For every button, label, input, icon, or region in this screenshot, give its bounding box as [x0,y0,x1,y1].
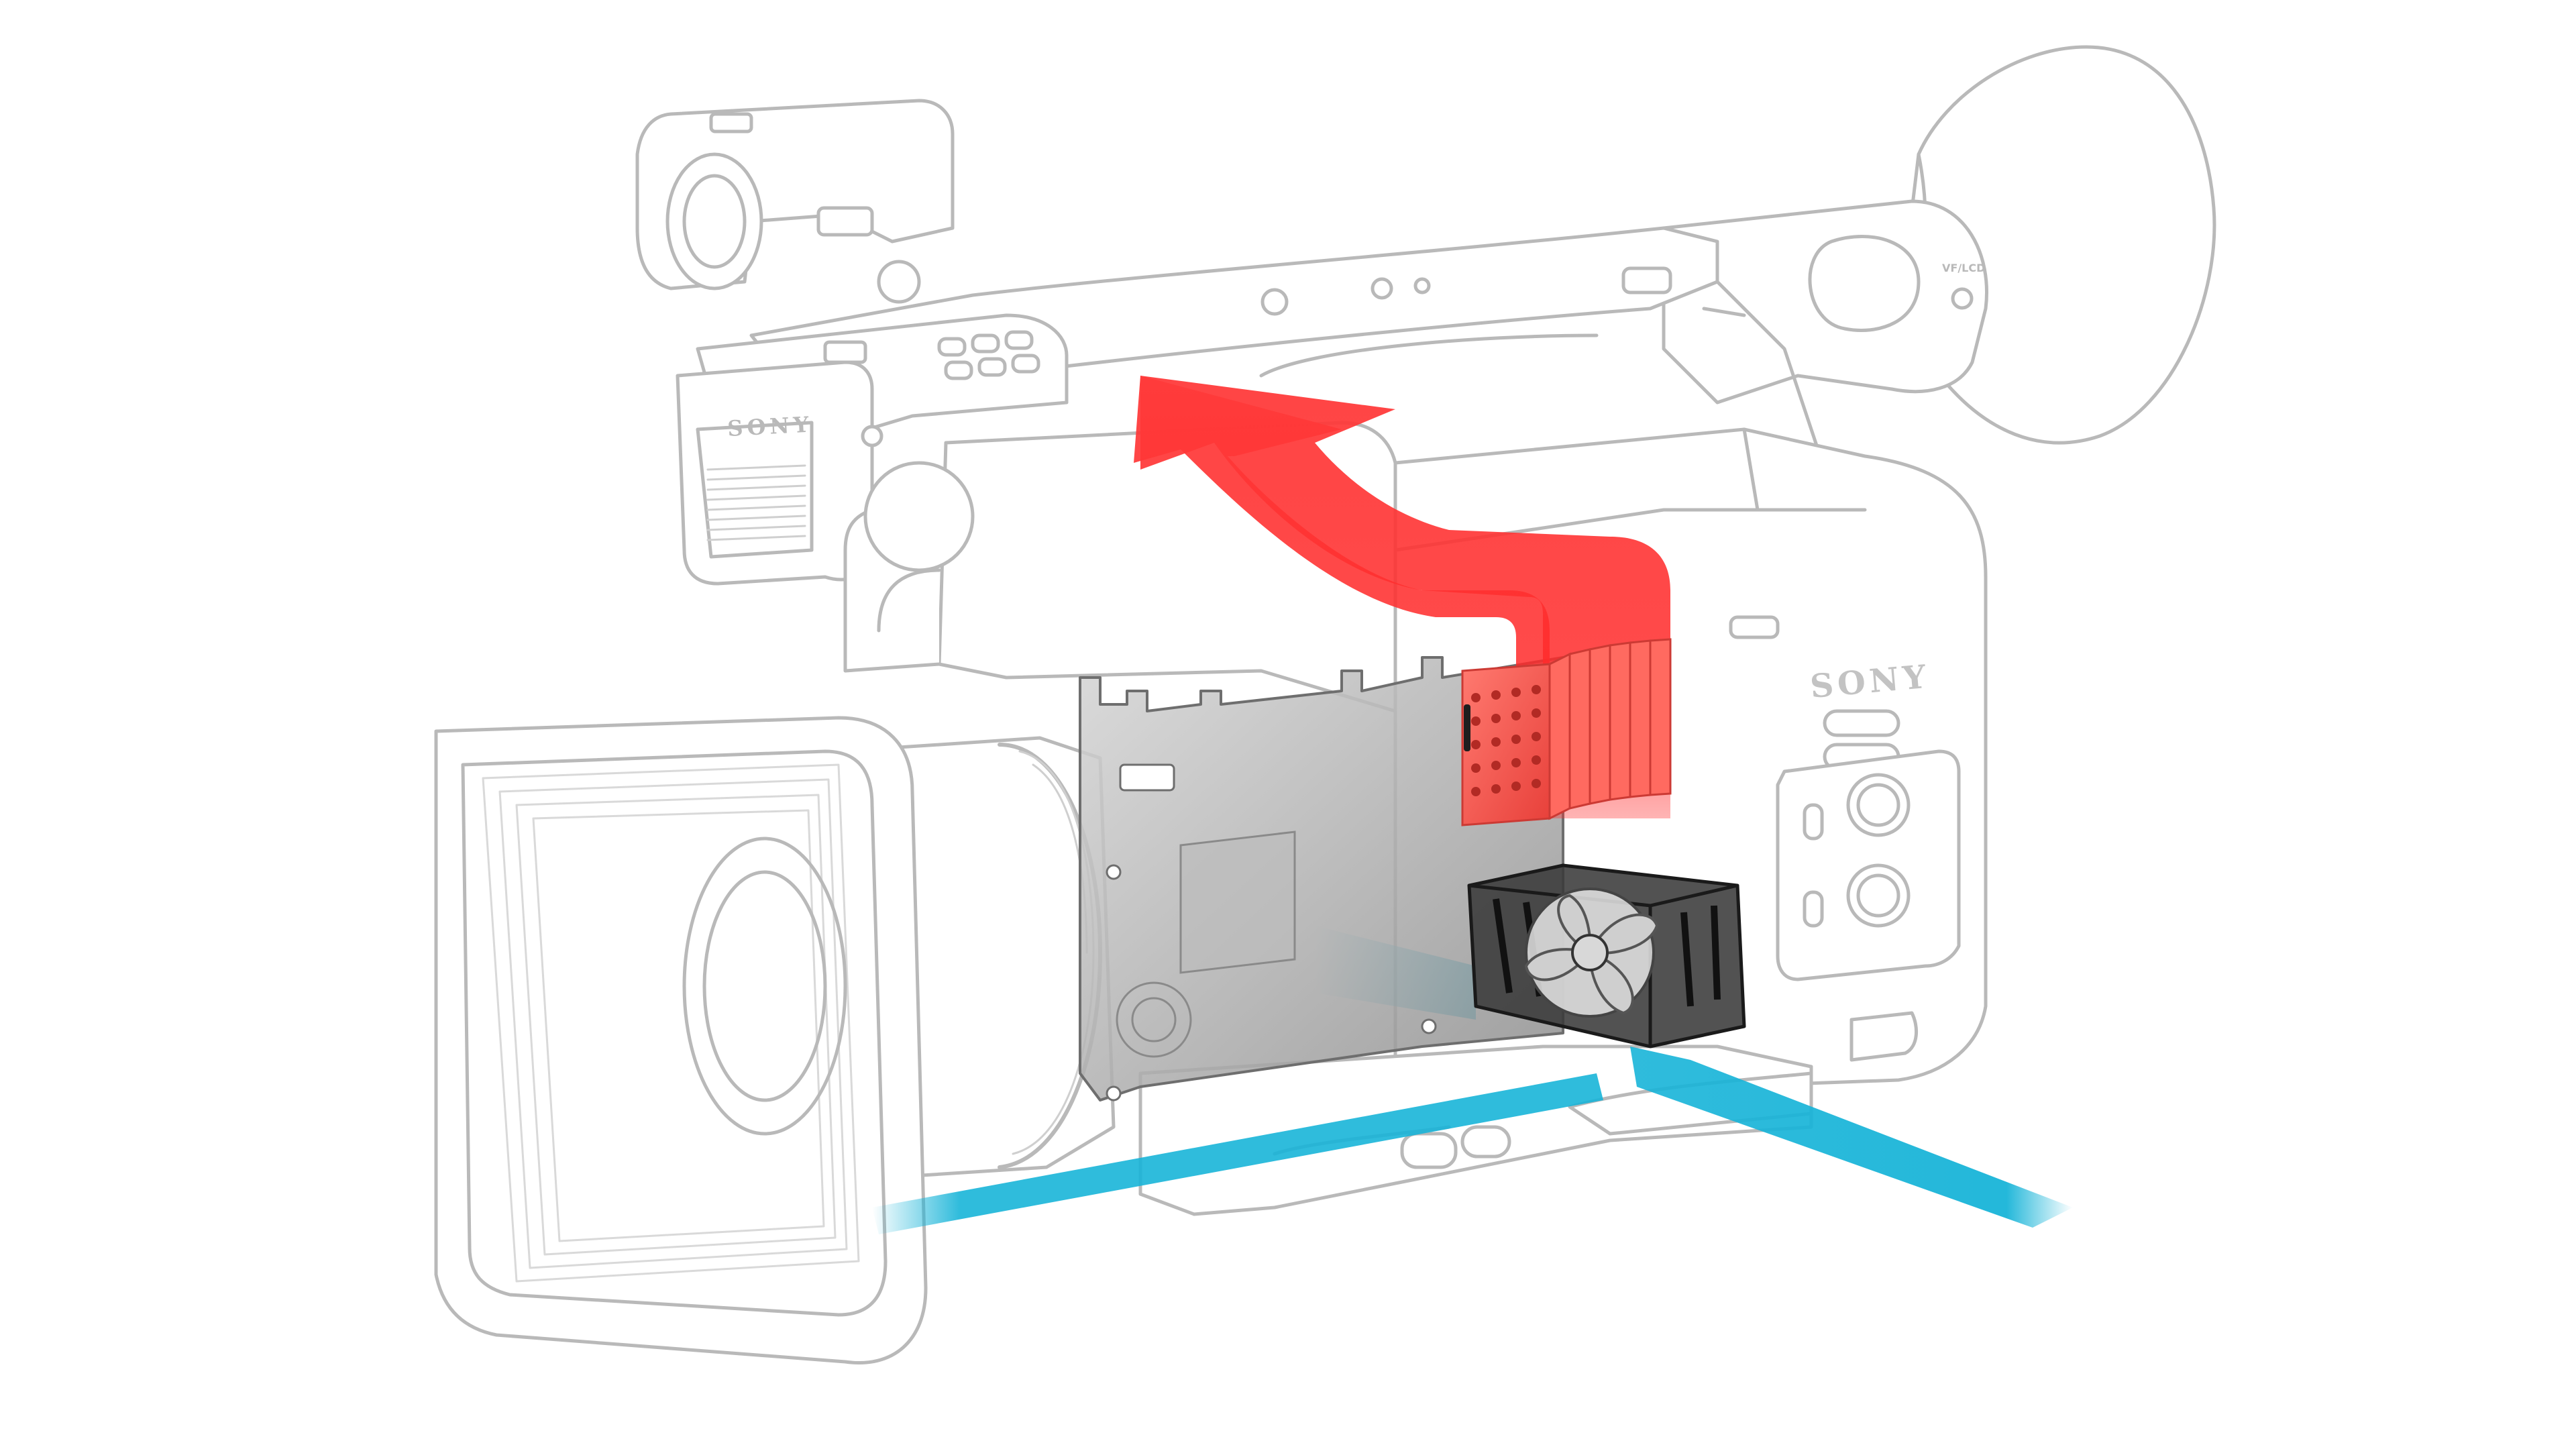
heatsink [1461,638,1672,826]
camcorder-body [434,45,2216,1364]
hot-air-arrow-body [1140,376,1670,818]
fan-hub [1571,934,1609,971]
handle-brand-text: SONY [727,411,813,441]
hot-air-arrow [1134,376,1550,818]
circuit-board [1079,656,1564,1102]
handle-buttons [823,330,1040,380]
viewfinder-toggle-button [1951,287,1974,310]
viewfinder-toggle-label: VF/LCD [1942,262,1985,274]
cool-air-right-stream [1630,1046,2073,1228]
cooling-fan [1467,863,1746,1049]
cool-air-left-stream [872,1073,1603,1234]
